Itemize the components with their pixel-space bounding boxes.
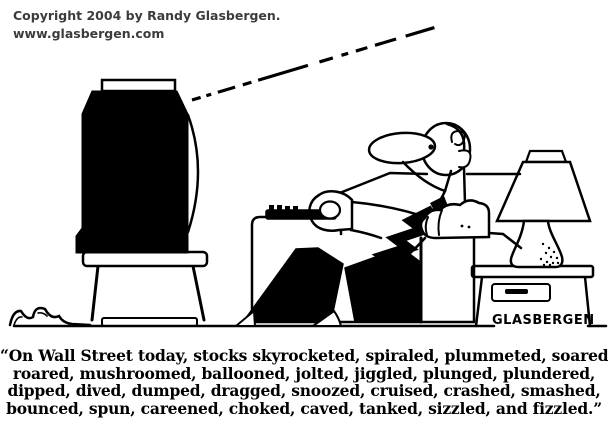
reclining-man <box>233 121 491 327</box>
website-url: www.glasbergen.com <box>13 25 165 41</box>
table-lamp <box>495 149 592 269</box>
knuckle-dot <box>467 225 471 229</box>
skull-line <box>445 122 466 152</box>
finger-lines <box>424 209 443 236</box>
remote-control <box>265 205 337 220</box>
lamp-base-stipple <box>539 242 560 267</box>
jaw-line <box>401 160 447 193</box>
end-table <box>470 264 595 328</box>
thumb <box>318 200 342 220</box>
copyright-notice: Copyright 2004 by Randy Glasbergen. www.… <box>13 7 281 43</box>
artist-signature: GLASBERGEN <box>492 312 595 329</box>
television <box>75 78 200 254</box>
power-cord <box>8 306 92 327</box>
tv-stand <box>81 250 209 327</box>
tv-top-ridge <box>100 78 177 93</box>
lamp-finial <box>524 149 568 164</box>
drawer-handle <box>505 289 528 294</box>
couch-right-arm-top <box>487 231 523 250</box>
lamp-shade <box>495 160 592 223</box>
left-hand-remote <box>265 190 354 232</box>
hair-curl <box>450 129 466 147</box>
copyright-line: Copyright 2004 by Randy Glasbergen. <box>13 8 281 23</box>
side-line <box>407 236 427 256</box>
tv-screen-bulge <box>186 113 200 234</box>
caption-line-3: dipped, dived, dumped, dragged, snoozed,… <box>7 381 601 400</box>
lamp-base <box>509 219 564 269</box>
caption-line-1: “On Wall Street today, stocks skyrockete… <box>0 346 608 365</box>
right-hand <box>419 199 491 240</box>
caption: “On Wall Street today, stocks skyrockete… <box>0 347 608 417</box>
left-shoe <box>233 308 257 327</box>
sleeve-bottom <box>349 228 383 240</box>
pupil <box>428 144 434 150</box>
neck-back <box>462 166 467 206</box>
neck-front <box>443 169 453 193</box>
caption-line-4: bounced, spun, careened, choked, caved, … <box>6 398 602 418</box>
ear <box>458 149 472 169</box>
tv-body <box>75 90 189 254</box>
right-shoe <box>309 309 343 327</box>
left-leg <box>241 247 344 323</box>
head <box>367 121 472 206</box>
signal-dashed-line <box>191 20 454 102</box>
caption-line-2: roared, mushroomed, ballooned, jolted, j… <box>12 363 596 383</box>
knuckle-dot <box>460 224 464 228</box>
